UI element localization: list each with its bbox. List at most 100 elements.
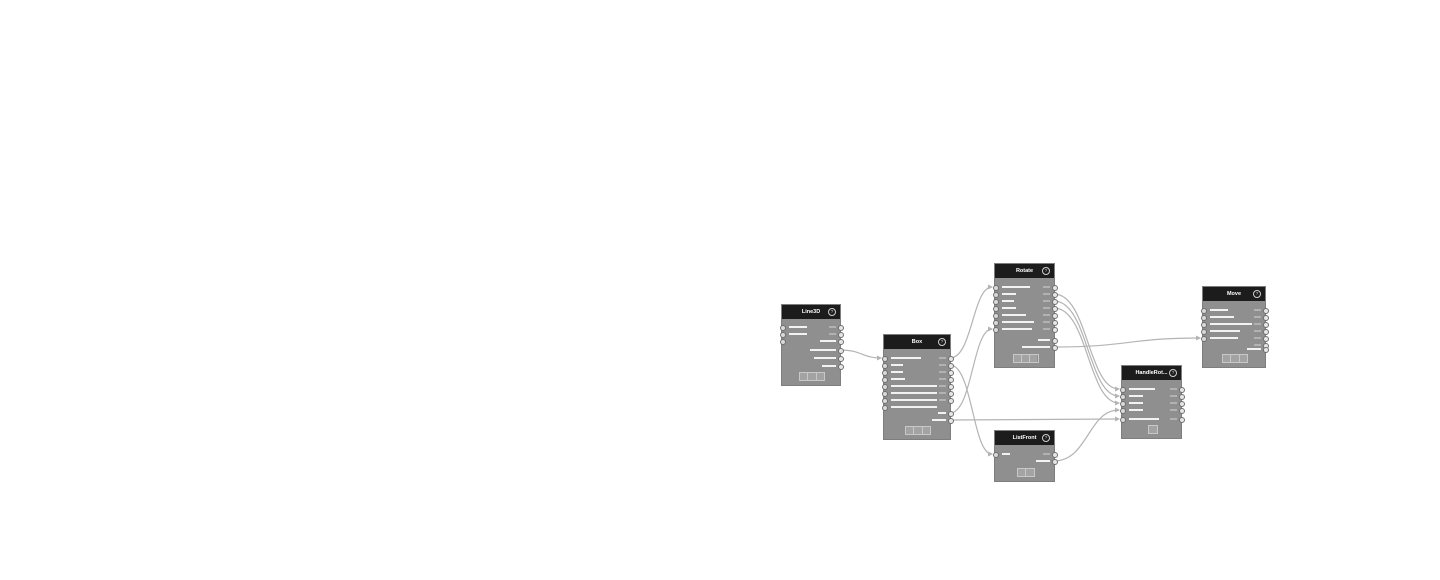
output-port[interactable] <box>1263 322 1269 328</box>
connection-wire[interactable] <box>1053 407 1120 462</box>
output-port[interactable] <box>1052 345 1058 351</box>
output-port[interactable] <box>1263 347 1269 353</box>
input-port[interactable] <box>882 363 888 369</box>
input-field[interactable] <box>1210 315 1234 319</box>
node-preview[interactable] <box>1012 354 1039 363</box>
node-preview[interactable] <box>799 372 825 381</box>
input-field[interactable] <box>1129 417 1159 421</box>
input-port[interactable] <box>1120 408 1126 414</box>
input-field[interactable] <box>1129 394 1143 398</box>
node-box[interactable]: Box? <box>882 335 954 439</box>
output-port[interactable] <box>948 418 954 424</box>
output-port[interactable] <box>948 391 954 397</box>
node-line3d[interactable]: Line3D? <box>780 305 844 385</box>
question-circle-icon[interactable]: ? <box>1042 434 1050 442</box>
node-preview[interactable] <box>1222 354 1248 363</box>
output-port[interactable] <box>838 364 844 370</box>
question-circle-icon[interactable]: ? <box>1253 290 1261 298</box>
connection-wire[interactable] <box>949 326 993 414</box>
question-circle-icon[interactable]: ? <box>828 308 836 316</box>
node-rotate[interactable]: Rotate? <box>993 264 1058 367</box>
connection-wire[interactable] <box>1053 293 1120 392</box>
output-port[interactable] <box>838 348 844 354</box>
output-port[interactable] <box>1263 336 1269 342</box>
input-field[interactable] <box>1210 322 1252 326</box>
output-port[interactable] <box>1052 320 1058 326</box>
node-move[interactable]: Move? <box>1201 287 1269 367</box>
output-port[interactable] <box>948 411 954 417</box>
input-port[interactable] <box>993 327 999 333</box>
node-header[interactable]: Line3D? <box>782 305 840 319</box>
input-field[interactable] <box>891 391 937 395</box>
output-port[interactable] <box>838 356 844 362</box>
input-port[interactable] <box>993 320 999 326</box>
output-port[interactable] <box>948 370 954 376</box>
output-port[interactable] <box>1052 459 1058 465</box>
input-port[interactable] <box>1120 387 1126 393</box>
input-field[interactable] <box>891 384 937 388</box>
output-port[interactable] <box>948 398 954 404</box>
input-field[interactable] <box>891 356 921 360</box>
output-port[interactable] <box>1263 308 1269 314</box>
node-preview[interactable] <box>1147 425 1158 434</box>
input-port[interactable] <box>882 384 888 390</box>
input-field[interactable] <box>891 398 937 402</box>
node-header[interactable]: ListFront? <box>995 431 1054 445</box>
connection-wire[interactable] <box>949 284 993 359</box>
input-field[interactable] <box>1002 452 1010 456</box>
input-port[interactable] <box>993 285 999 291</box>
input-port[interactable] <box>882 391 888 397</box>
input-field[interactable] <box>1002 299 1014 303</box>
input-port[interactable] <box>882 405 888 411</box>
input-port[interactable] <box>882 398 888 404</box>
connection-wire[interactable] <box>1053 307 1120 406</box>
input-port[interactable] <box>780 339 786 345</box>
input-port[interactable] <box>1201 329 1207 335</box>
output-port[interactable] <box>838 325 844 331</box>
output-port[interactable] <box>1052 452 1058 458</box>
input-port[interactable] <box>1120 401 1126 407</box>
input-field[interactable] <box>1210 308 1228 312</box>
connection-wire[interactable] <box>949 364 993 457</box>
output-port[interactable] <box>948 377 954 383</box>
connection-wire[interactable] <box>1053 335 1201 348</box>
node-header[interactable]: Rotate? <box>995 264 1054 278</box>
input-port[interactable] <box>993 313 999 319</box>
output-port[interactable] <box>1179 417 1185 423</box>
input-field[interactable] <box>789 325 807 329</box>
input-field[interactable] <box>1002 292 1016 296</box>
output-port[interactable] <box>1052 327 1058 333</box>
input-field[interactable] <box>891 405 937 409</box>
input-field[interactable] <box>1129 408 1143 412</box>
input-port[interactable] <box>780 332 786 338</box>
input-field[interactable] <box>1210 329 1240 333</box>
input-field[interactable] <box>891 363 903 367</box>
input-field[interactable] <box>1210 336 1238 340</box>
input-field[interactable] <box>1002 313 1026 317</box>
input-field[interactable] <box>1002 306 1016 310</box>
node-header[interactable]: Box? <box>884 335 950 349</box>
input-field[interactable] <box>891 377 905 381</box>
output-port[interactable] <box>1052 292 1058 298</box>
input-port[interactable] <box>1201 336 1207 342</box>
output-port[interactable] <box>948 384 954 390</box>
input-port[interactable] <box>993 306 999 312</box>
output-port[interactable] <box>1263 315 1269 321</box>
input-field[interactable] <box>1002 285 1030 289</box>
input-field[interactable] <box>1002 320 1034 324</box>
input-field[interactable] <box>789 332 807 336</box>
output-port[interactable] <box>1052 306 1058 312</box>
output-port[interactable] <box>948 356 954 362</box>
output-port[interactable] <box>838 339 844 345</box>
output-port[interactable] <box>1052 338 1058 344</box>
input-port[interactable] <box>780 325 786 331</box>
output-port[interactable] <box>838 332 844 338</box>
input-port[interactable] <box>993 292 999 298</box>
input-port[interactable] <box>1201 322 1207 328</box>
output-port[interactable] <box>1052 313 1058 319</box>
question-circle-icon[interactable]: ? <box>1042 267 1050 275</box>
output-port[interactable] <box>1052 299 1058 305</box>
node-preview[interactable] <box>905 426 931 435</box>
node-header[interactable]: HandleRot...? <box>1122 366 1181 380</box>
